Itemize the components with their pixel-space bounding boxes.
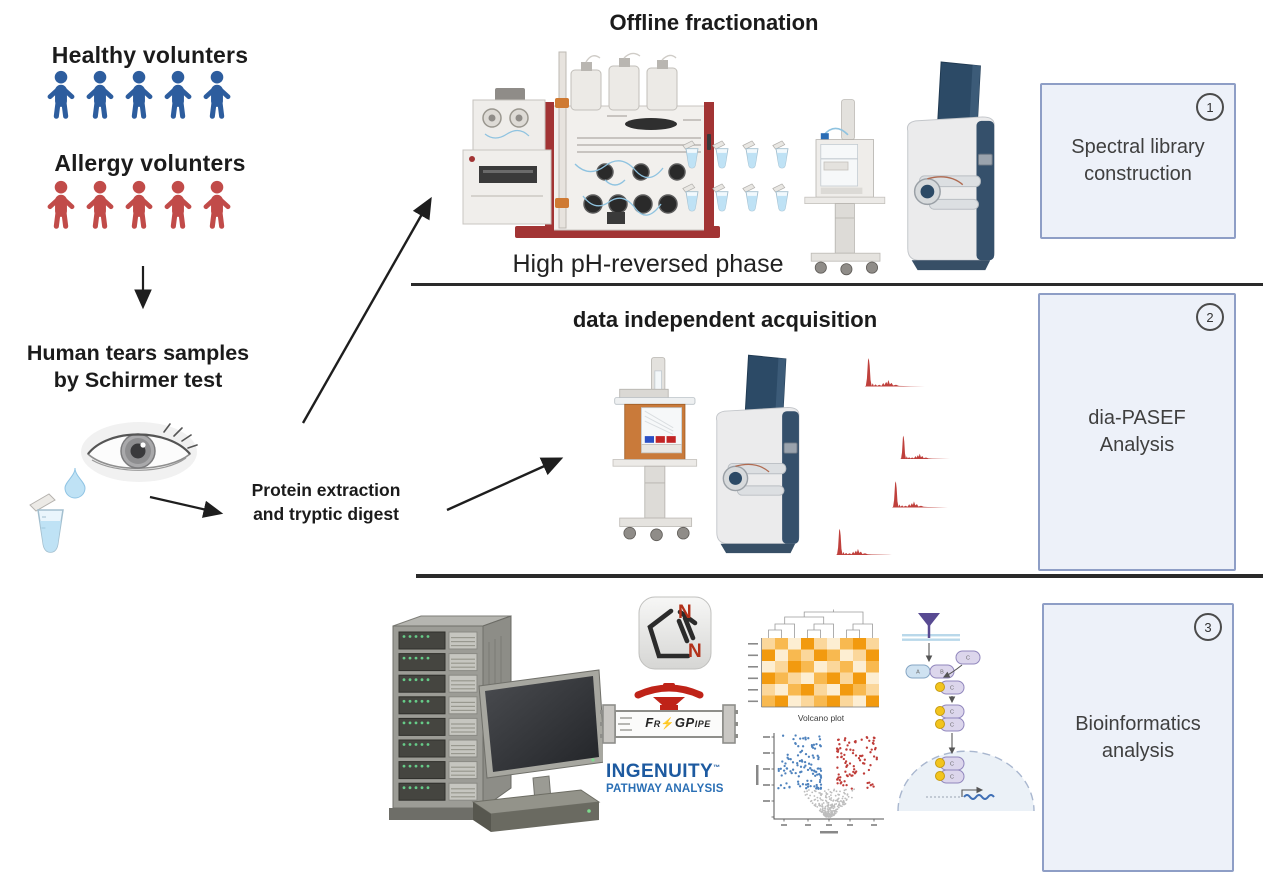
volcano-plot-title: Volcano plot bbox=[797, 713, 845, 723]
person-icon bbox=[164, 70, 192, 119]
arrow-prep-to-fractionation bbox=[301, 196, 432, 424]
fractionation-method-label: High pH-reversed phase bbox=[512, 250, 784, 278]
protein-extraction-label: Protein extraction and tryptic digest bbox=[251, 480, 401, 524]
nanolc-cart-library bbox=[804, 99, 886, 276]
dia-title: data independent acquisition bbox=[572, 307, 878, 332]
row-label-marks bbox=[748, 643, 758, 703]
fraction-tube-icon bbox=[682, 140, 699, 169]
chromatogram-trace bbox=[829, 528, 901, 555]
sample-tube-icon bbox=[29, 493, 64, 553]
step-label: dia-PASEF Analysis bbox=[1088, 407, 1186, 456]
person-icon bbox=[47, 180, 75, 229]
volcano-dots bbox=[777, 734, 878, 818]
svg-text:C: C bbox=[950, 775, 954, 781]
diann-n-right: N bbox=[688, 641, 702, 662]
fraction-tube-icon bbox=[712, 183, 729, 212]
ingenuity-subtitle: PATHWAY ANALYSIS bbox=[606, 783, 724, 795]
chromatogram-trace bbox=[857, 358, 935, 387]
person-icon bbox=[125, 180, 153, 229]
allergy-person-icons bbox=[44, 180, 234, 230]
step-box-dia-pasef: 2 dia-PASEF Analysis bbox=[1038, 293, 1236, 571]
tick-label-marks bbox=[756, 736, 877, 834]
healthy-person-icons bbox=[44, 70, 234, 120]
step-label: Spectral library construction bbox=[1071, 136, 1205, 185]
fraction-tube-icon bbox=[772, 140, 789, 169]
arrow-prep-to-dia bbox=[446, 457, 564, 512]
chromatogram-trace bbox=[885, 481, 957, 508]
volcano-plot-chart bbox=[756, 733, 884, 834]
fragpipe-logo: Fr⚡GPipe bbox=[600, 680, 738, 744]
eye-illustration bbox=[81, 422, 198, 482]
step-box-bioinformatics: 3 Bioinformatics analysis bbox=[1042, 603, 1234, 872]
nucleus bbox=[897, 750, 1035, 812]
tears-sample-label: Human tears samples by Schirmer test bbox=[26, 341, 250, 392]
person-icon bbox=[125, 70, 153, 119]
receptor-icon bbox=[918, 613, 940, 627]
diann-app-icon: N N bbox=[638, 596, 712, 670]
fragpipe-pipe-graphic bbox=[600, 683, 738, 744]
dendrogram bbox=[768, 609, 873, 638]
heatmap-chart bbox=[748, 609, 879, 708]
section-divider-2 bbox=[416, 574, 1263, 578]
dna-squiggle bbox=[963, 794, 995, 800]
step-number-badge: 2 bbox=[1196, 303, 1224, 331]
fraction-tube-icon bbox=[742, 183, 759, 212]
svg-text:C: C bbox=[950, 723, 954, 729]
step-label: Bioinformatics analysis bbox=[1075, 712, 1201, 762]
person-icon bbox=[86, 70, 114, 119]
ingenuity-wordmark: INGENUITY™ bbox=[606, 761, 721, 782]
section-divider-1 bbox=[411, 283, 1263, 286]
person-icon bbox=[203, 70, 231, 119]
svg-text:C: C bbox=[950, 710, 954, 716]
mass-spectrometer-dia bbox=[716, 354, 800, 554]
fraction-tube-icon bbox=[742, 140, 759, 169]
ingenuity-logo: INGENUITY™ PATHWAY ANALYSIS bbox=[606, 761, 756, 795]
svg-text:C: C bbox=[950, 686, 954, 692]
signaling-pathway-diagram: A B C C C C C C bbox=[897, 613, 1035, 812]
server-workstation bbox=[389, 615, 603, 832]
step-box-spectral-library: 1 Spectral library construction bbox=[1040, 83, 1236, 239]
person-icon bbox=[47, 70, 75, 119]
fraction-tube-icon bbox=[712, 140, 729, 169]
chromatogram-trace bbox=[894, 435, 958, 459]
fragpipe-wordmark: Fr⚡GPipe bbox=[645, 715, 711, 730]
fraction-tube-icon bbox=[682, 183, 699, 212]
step-number-badge: 3 bbox=[1194, 613, 1222, 641]
mass-spectrometer-library bbox=[906, 61, 995, 271]
lightning-bolt-icon: ⚡ bbox=[660, 718, 675, 730]
person-icon bbox=[164, 180, 192, 229]
svg-text:A: A bbox=[916, 670, 920, 676]
svg-text:C: C bbox=[966, 656, 970, 662]
nanolc-cart-dia bbox=[612, 357, 698, 542]
fraction-tube-icon bbox=[772, 183, 789, 212]
diann-n-top: N bbox=[678, 602, 692, 623]
person-icon bbox=[86, 180, 114, 229]
hplc-instrument bbox=[462, 51, 720, 238]
tear-drop-icon bbox=[64, 467, 86, 499]
heatmap-cells bbox=[762, 638, 879, 707]
fractionation-title: Offline fractionation bbox=[609, 10, 819, 35]
step-number-badge: 1 bbox=[1196, 93, 1224, 121]
fraction-tubes bbox=[680, 140, 802, 216]
arrow-eye-to-prep bbox=[149, 495, 224, 518]
svg-text:B: B bbox=[940, 670, 944, 676]
trademark-symbol: ™ bbox=[713, 764, 721, 772]
allergy-cohort-label: Allergy volunters bbox=[54, 150, 246, 176]
svg-text:C: C bbox=[950, 762, 954, 768]
healthy-cohort-label: Healthy volunters bbox=[51, 42, 249, 68]
person-icon bbox=[203, 180, 231, 229]
